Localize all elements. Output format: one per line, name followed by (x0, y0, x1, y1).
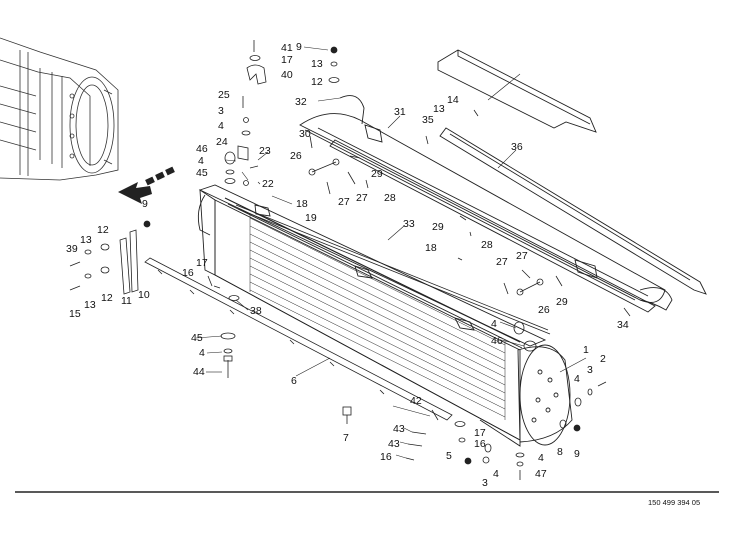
callout-26d: 27 (496, 256, 508, 268)
callout-39: 40 (281, 69, 293, 81)
callout-19: 19 (305, 212, 317, 224)
document-number: 150 499 394 05 (648, 498, 700, 507)
callout-44a: 45 (196, 167, 208, 179)
callout-3b: 3 (482, 477, 488, 489)
callout-4b: 4 (198, 155, 204, 167)
sieve-box (197, 184, 573, 447)
callout-17a: 17 (281, 54, 293, 66)
callout-16b: 16 (380, 451, 392, 463)
callout-46: 47 (535, 468, 547, 480)
callout-4f: 4 (574, 373, 580, 385)
callout-26a: 27 (338, 196, 350, 208)
callout-28c: 29 (556, 296, 568, 308)
rod-32 (235, 204, 551, 335)
plate-47 (437, 49, 597, 133)
callout-31: 32 (295, 96, 307, 108)
callout-27b: 28 (481, 239, 493, 251)
callout-40: 41 (281, 42, 293, 54)
callout-45a: 46 (196, 143, 208, 155)
left-hardware (69, 220, 151, 295)
callout-26b: 27 (356, 192, 368, 204)
machine-housing (0, 37, 119, 181)
callout-30: 31 (394, 106, 406, 118)
hanger-31 (339, 95, 365, 125)
callout-28a: 29 (371, 168, 383, 180)
callout-13c: 13 (80, 234, 92, 246)
callout-6: 6 (291, 375, 297, 387)
callout-27a: 28 (384, 192, 396, 204)
callout-13a: 13 (311, 58, 323, 70)
callout-7: 7 (343, 432, 349, 444)
direction-arrow-icon (118, 166, 175, 204)
callout-4d: 4 (493, 468, 499, 480)
callout-12c: 12 (101, 292, 113, 304)
callout-4g: 4 (491, 318, 497, 330)
callout-26c: 27 (516, 250, 528, 262)
callout-13d: 13 (84, 299, 96, 311)
callout-18b: 18 (425, 242, 437, 254)
callout-3c: 3 (587, 364, 593, 376)
callout-23: 24 (216, 136, 228, 148)
callout-24: 25 (218, 89, 230, 101)
callout-9a: 9 (296, 41, 302, 53)
callout-11: 11 (121, 295, 132, 307)
callout-43: 44 (193, 366, 205, 378)
callout-12b: 12 (97, 224, 109, 236)
callout-8: 8 (557, 446, 563, 458)
callout-12a: 12 (311, 76, 323, 88)
callout-17b: 17 (196, 257, 208, 269)
seal-strip (144, 257, 453, 421)
callout-32: 33 (403, 218, 415, 230)
callout-5: 5 (446, 450, 452, 462)
callout-34: 35 (422, 114, 434, 126)
callout-25b: 26 (538, 304, 550, 316)
callout-21: 22 (262, 178, 274, 190)
callout-35: 36 (511, 141, 523, 153)
lower-right-hardware (342, 321, 607, 480)
leader-lines (195, 46, 587, 459)
callout-45b: 46 (491, 335, 503, 347)
cover-assembly (299, 113, 673, 313)
callout-38: 39 (66, 243, 78, 255)
callout-37: 38 (250, 305, 262, 317)
linkage-hardware (308, 109, 631, 317)
callout-9b: 9 (142, 198, 148, 210)
callout-22: 23 (259, 145, 271, 157)
callout-1: 1 (583, 344, 589, 356)
mid-stack-hardware (224, 96, 259, 186)
callout-18a: 18 (296, 198, 308, 210)
callout-33: 34 (617, 319, 629, 331)
callout-29: 30 (299, 128, 311, 140)
lower-left-hardware (207, 275, 240, 378)
callout-labels: 9 41 17 13 40 12 25 32 3 4 24 46 23 4 45… (66, 41, 629, 489)
callout-4e: 4 (538, 452, 544, 464)
callout-17c: 17 (474, 427, 486, 439)
callout-10: 10 (138, 289, 150, 301)
rail-35 (439, 127, 707, 295)
callout-41: 42 (410, 395, 422, 407)
callout-2: 2 (600, 353, 606, 365)
callout-42b: 43 (388, 438, 400, 450)
callout-15: 15 (69, 308, 81, 320)
callout-4a: 4 (218, 120, 224, 132)
callout-44b: 45 (191, 332, 203, 344)
callout-42a: 43 (393, 423, 405, 435)
callout-14: 14 (447, 94, 459, 106)
callout-9c: 9 (574, 448, 580, 460)
callout-28b: 29 (432, 221, 444, 233)
callout-25a: 26 (290, 150, 302, 162)
callout-16a: 16 (182, 267, 194, 279)
callout-16c: 16 (474, 438, 486, 450)
callout-3a: 3 (218, 105, 224, 117)
upper-stack-hardware (246, 40, 340, 85)
callout-13b: 13 (433, 103, 445, 115)
callout-4c: 4 (199, 347, 205, 359)
